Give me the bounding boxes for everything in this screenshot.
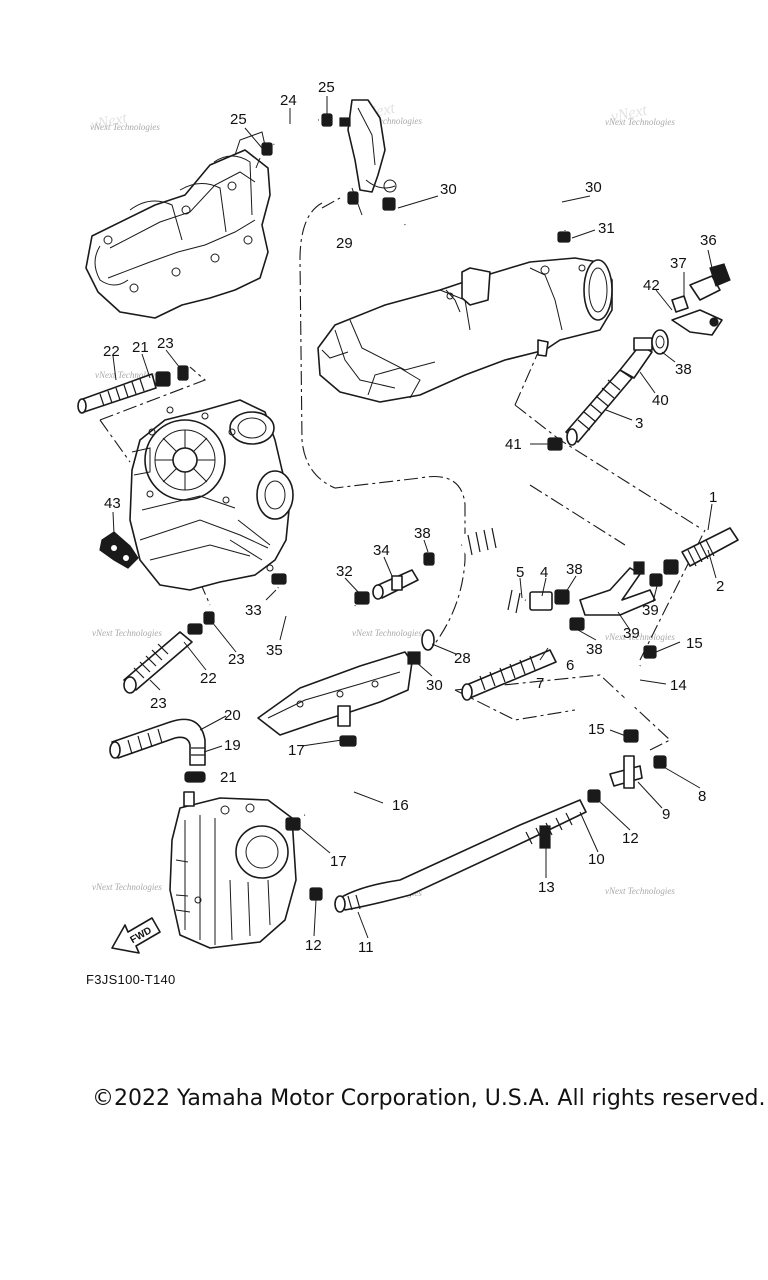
- callout-3: 3: [635, 415, 643, 432]
- callout-29: 30: [585, 179, 602, 196]
- watermark-text: vNext Technologies: [605, 117, 675, 127]
- fitting-32: [372, 569, 419, 600]
- callout-23: 23: [228, 651, 245, 668]
- hose-5: [458, 520, 570, 614]
- callout-31: 33: [245, 602, 262, 619]
- callout-35: 37: [670, 255, 687, 272]
- hose-1: [663, 527, 739, 575]
- watermark-text: vNext Technologies: [605, 632, 675, 642]
- diagram-code: F3JS100-T140: [86, 972, 176, 987]
- callout-27: 29: [336, 235, 353, 252]
- engine-housing: [129, 399, 294, 591]
- callout-32: 34: [373, 542, 390, 559]
- callout-34: 36: [700, 232, 717, 249]
- callout-42: 42: [643, 277, 660, 294]
- callout-10: 10: [588, 851, 605, 868]
- callout-13: 13: [538, 879, 555, 896]
- callout-17: 17: [330, 853, 347, 870]
- callout-24: 24: [280, 92, 297, 109]
- hose-13: [309, 789, 601, 913]
- callout-30: 31: [598, 220, 615, 237]
- callout-21: 21: [132, 339, 149, 356]
- exhaust-pipe-body: [317, 257, 613, 403]
- callout-4: 4: [540, 564, 548, 581]
- callout-18: 19: [224, 737, 241, 754]
- hose-24: [255, 113, 333, 169]
- parts-diagram: vNext vNext Technologies vNext vNext Tec…: [77, 79, 739, 956]
- callout-16: 16: [392, 797, 409, 814]
- callout-39: 39: [623, 625, 640, 642]
- callout-20: 21: [220, 769, 237, 786]
- hose-7: [461, 649, 557, 701]
- callout-33: 35: [266, 642, 283, 659]
- callout-7: 7: [536, 675, 544, 692]
- watermark-text: vNext Technologies: [352, 628, 422, 638]
- callout-25: 25: [230, 111, 247, 128]
- callout-1: 1: [709, 489, 717, 506]
- hose-22-lower: [123, 611, 215, 694]
- callout-17: 17: [288, 742, 305, 759]
- exhaust-outlet: [257, 629, 435, 736]
- callout-15: 15: [588, 721, 605, 738]
- callout-22: 22: [103, 343, 120, 360]
- callout-14: 14: [670, 677, 687, 694]
- jet-pump-housing: [169, 791, 297, 949]
- watermark-text: vNext Technologies: [605, 886, 675, 896]
- hose-19: [109, 718, 206, 766]
- assembly-lines: [99, 197, 706, 751]
- callout-2: 2: [716, 578, 724, 595]
- callout-31: 32: [336, 563, 353, 580]
- callout-38: 38: [566, 561, 583, 578]
- callout-12: 12: [305, 937, 322, 954]
- callout-28: 30: [426, 677, 443, 694]
- callout-25: 25: [318, 79, 335, 96]
- callout-36: 38: [675, 361, 692, 378]
- clamp-41: [547, 437, 563, 451]
- callout-9: 9: [662, 806, 670, 823]
- leader-lines: [112, 96, 717, 939]
- hose-29: [401, 194, 571, 243]
- callout-43: 43: [104, 495, 121, 512]
- callout-5: 5: [516, 564, 524, 581]
- watermark-text: vNext Technologies: [352, 116, 422, 126]
- watermark-text: vNext Technologies: [90, 122, 160, 132]
- callout-8: 8: [698, 788, 706, 805]
- hose-16: [285, 735, 358, 831]
- callout-26: 28: [454, 650, 471, 667]
- watermark-text: vNext Technologies: [92, 628, 162, 638]
- exhaust-manifold: [85, 131, 271, 319]
- callout-15: 15: [686, 635, 703, 652]
- hose-14: [623, 645, 657, 743]
- callout-41: 41: [505, 436, 522, 453]
- fitting-39: [569, 561, 663, 631]
- callout-40: 40: [652, 392, 669, 409]
- callout-23: 23: [157, 335, 174, 352]
- fitting-34: [671, 263, 731, 313]
- hose-3: [565, 337, 653, 446]
- callout-11: 11: [358, 939, 374, 956]
- callout-21: 22: [200, 670, 217, 687]
- hose-22-upper: [77, 365, 189, 414]
- exhaust-bracket: [339, 99, 397, 211]
- callout-19: 20: [224, 707, 241, 724]
- clamp-38: [423, 552, 435, 566]
- bracket-43: [99, 531, 139, 569]
- callout-6: 6: [566, 657, 574, 674]
- fitting-9: [609, 755, 667, 789]
- watermark-text: vNext Technologies: [92, 882, 162, 892]
- callout-30: 30: [440, 181, 457, 198]
- callout-22: 23: [150, 695, 167, 712]
- callout-numbers: 24 25 25 29 30 30 31 36 37 42 38 40 3 41…: [103, 79, 724, 956]
- callout-37: 38: [586, 641, 603, 658]
- hose-33: [271, 573, 370, 625]
- copyright-notice: ©2022 Yamaha Motor Corporation, U.S.A. A…: [92, 1086, 766, 1111]
- callout-38: 38: [414, 525, 431, 542]
- watermark-text: vNext Technologies: [95, 370, 165, 380]
- callout-38: 39: [642, 602, 659, 619]
- callout-12: 12: [622, 830, 639, 847]
- fwd-arrow: FWD: [111, 917, 161, 954]
- clamp-20: [184, 771, 206, 783]
- fitting-36: [651, 309, 723, 355]
